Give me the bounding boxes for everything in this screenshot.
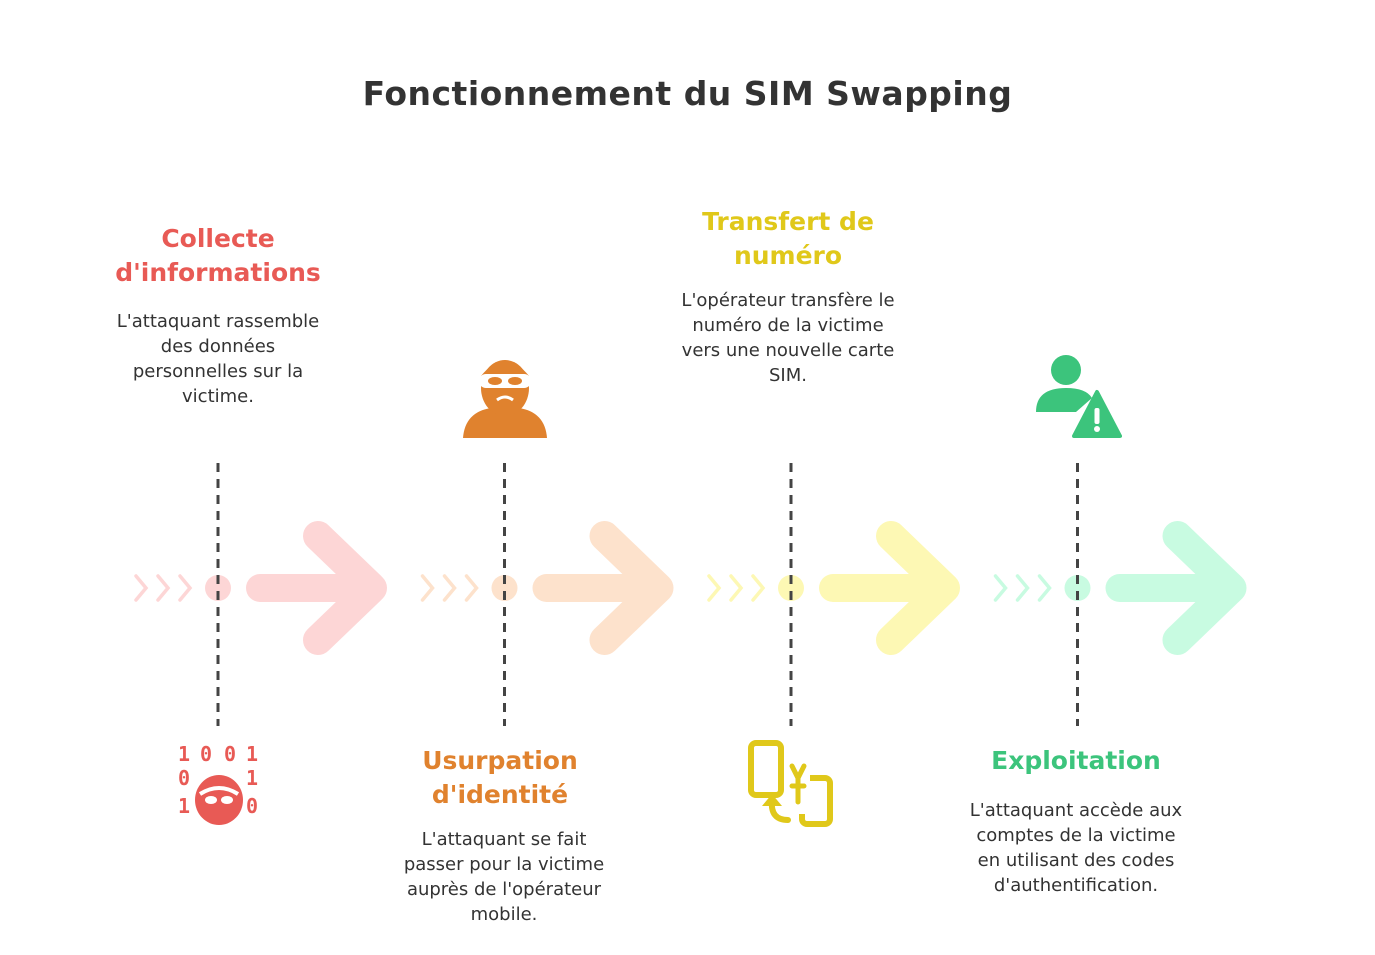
binary-digit: 0	[224, 742, 236, 766]
user-warning-icon	[1036, 355, 1122, 438]
timeline-node	[491, 575, 518, 601]
chevron-mark	[993, 574, 1008, 602]
step-3-description: L'opérateur transfère le numéro de la vi…	[681, 290, 895, 386]
step-2-title: Usurpation d'identité	[422, 746, 578, 809]
step-4-description: L'attaquant accède aux comptes de la vic…	[969, 800, 1183, 896]
chevron-mark	[751, 574, 766, 602]
step-4-title: Exploitation	[991, 746, 1161, 775]
arrow-head	[589, 521, 674, 655]
binary-digit: 1	[178, 794, 190, 818]
chevron-mark	[1015, 574, 1030, 602]
chevron-mark	[1037, 574, 1052, 602]
chevron-mark	[729, 574, 744, 602]
step-2-description: L'attaquant se fait passer pour la victi…	[403, 829, 605, 925]
page-title: Fonctionnement du SIM Swapping	[362, 74, 1013, 113]
chevron-mark	[178, 574, 193, 602]
masked-thief-icon	[463, 360, 547, 438]
chevron-mark	[156, 574, 171, 602]
chevron-mark	[464, 574, 479, 602]
chevron-mark	[134, 574, 149, 602]
arrow-head	[303, 521, 387, 655]
step-3-title: Transfert de numéro	[702, 207, 874, 270]
binary-digit: 0	[246, 794, 258, 818]
binary-digit: 1	[246, 766, 258, 790]
chevron-mark	[420, 574, 435, 602]
timeline-node	[1064, 575, 1091, 601]
timeline-node	[205, 575, 231, 601]
arrow-head	[1162, 521, 1247, 655]
arrow-head	[876, 521, 960, 655]
binary-digit: 0	[200, 742, 212, 766]
timeline-node	[778, 575, 804, 601]
hacker-binary-icon: 1 0 0 1 0 1 1 0	[178, 742, 258, 825]
phone-transfer-icon	[748, 740, 833, 827]
chevron-mark	[442, 574, 457, 602]
step-1-title: Collecte d'informations	[115, 224, 321, 287]
binary-digit: 1	[178, 742, 190, 766]
binary-digit: 0	[178, 766, 190, 790]
step-1-description: L'attaquant rassemble des données person…	[116, 311, 320, 407]
chevron-mark	[707, 574, 722, 602]
binary-digit: 1	[246, 742, 258, 766]
